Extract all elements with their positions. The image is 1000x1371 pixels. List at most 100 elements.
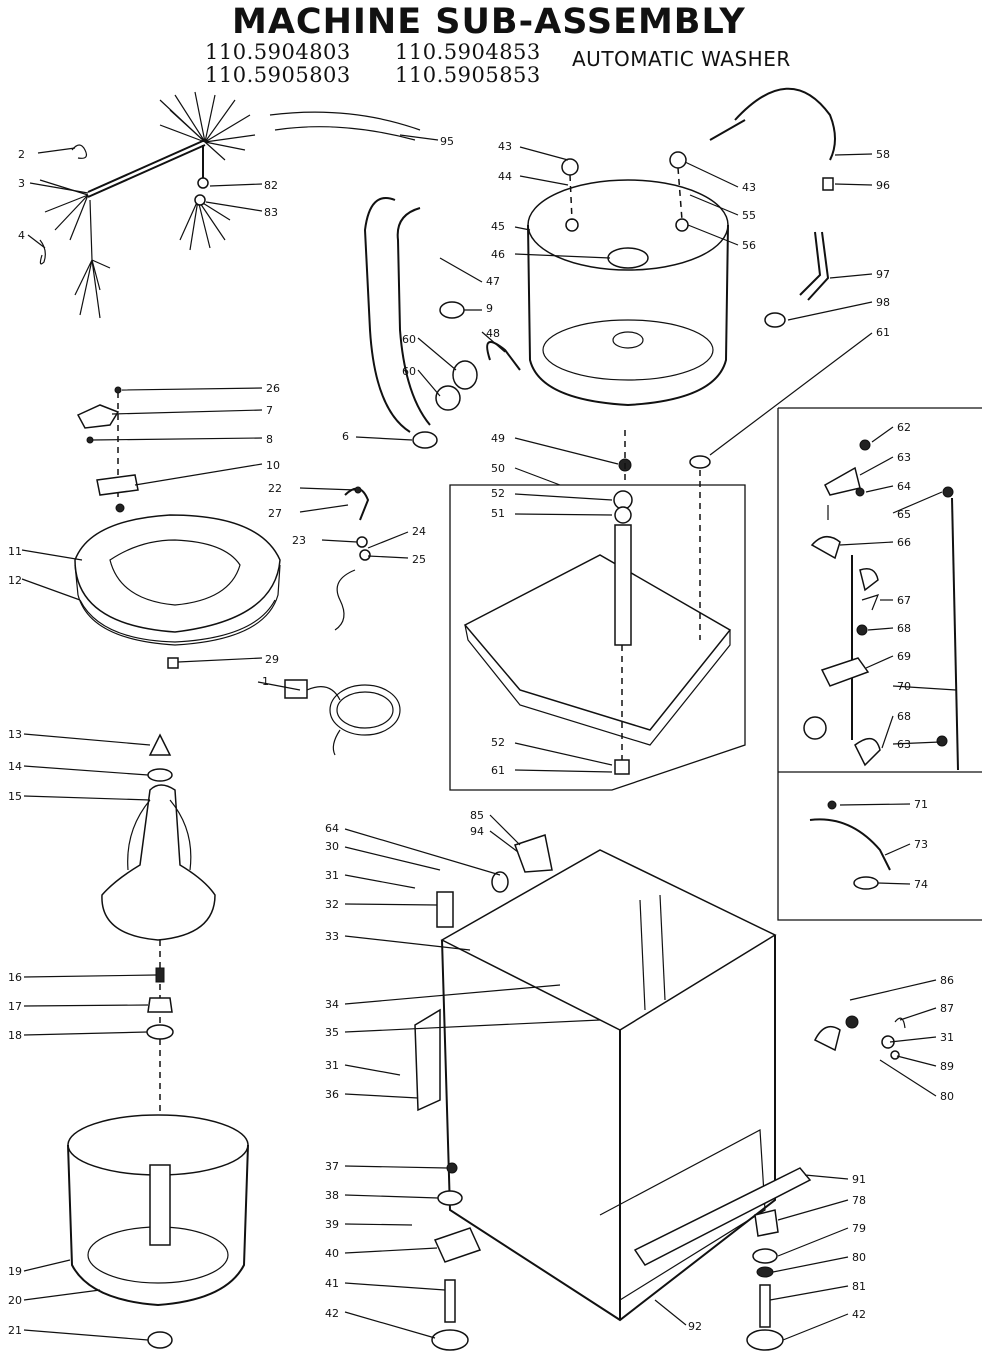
leader-line (514, 253, 611, 259)
leader-line (27, 234, 46, 249)
leader-line (344, 1165, 448, 1169)
callout-label: 63 (897, 738, 911, 751)
leader-line (439, 257, 483, 283)
leader-line (417, 337, 457, 371)
callout-label: 43 (742, 181, 756, 194)
callout-label: 47 (486, 275, 500, 288)
callout-label: 64 (897, 480, 911, 493)
callout-label: 70 (897, 680, 911, 693)
clamp-9 (439, 301, 465, 319)
leader-line (321, 539, 358, 543)
callout-label: 55 (742, 209, 756, 222)
callout-label: 9 (486, 302, 493, 315)
wire-harness (39, 91, 256, 319)
callout-label: 22 (268, 482, 282, 495)
leader-line (514, 742, 613, 766)
callout-label: 89 (940, 1060, 954, 1073)
callout-label: 36 (325, 1088, 339, 1101)
leader-line (879, 1059, 937, 1097)
callout-label: 25 (412, 553, 426, 566)
callout-label: 14 (8, 760, 22, 773)
callout-label: 95 (440, 135, 454, 148)
callout-label: 73 (914, 838, 928, 851)
callout-label: 42 (325, 1307, 339, 1320)
leader-line (881, 715, 894, 749)
callout-label: 21 (8, 1324, 22, 1337)
leader-line (344, 828, 501, 876)
lever-box (809, 800, 891, 890)
leader-line (889, 1036, 937, 1043)
callout-label: 68 (897, 710, 911, 723)
callout-label: 96 (876, 179, 890, 192)
callout-label: 82 (264, 179, 278, 192)
callout-label: 19 (8, 1265, 22, 1278)
callout-label: 58 (876, 148, 890, 161)
callout-label: 92 (688, 1320, 702, 1333)
leader-line (367, 531, 409, 549)
model-number: 110.5904803 (205, 40, 351, 64)
callout-label: 8 (266, 433, 273, 446)
callout-label: 94 (470, 825, 484, 838)
callout-label: 79 (852, 1222, 866, 1235)
leader-line (684, 161, 739, 188)
wire-25 (334, 569, 356, 631)
leader-line (892, 491, 943, 514)
leader-line (514, 467, 561, 486)
callout-label: 91 (852, 1173, 866, 1186)
leader-line (344, 1093, 419, 1099)
leader-line (481, 331, 506, 353)
suspension-box (777, 407, 982, 921)
leader-line (23, 1259, 71, 1272)
leader-line (417, 369, 441, 397)
leader-line (355, 436, 413, 441)
callout-label: 7 (266, 404, 273, 417)
hose-48 (486, 341, 521, 371)
leader-line (21, 578, 81, 601)
leader-line (344, 1194, 439, 1199)
callout-label: 83 (264, 206, 278, 219)
outer-tub (527, 151, 729, 407)
leader-line (865, 655, 894, 669)
ring-98 (764, 312, 786, 328)
callout-label: 34 (325, 998, 339, 1011)
callout-label: 13 (8, 728, 22, 741)
callout-label: 4 (18, 229, 25, 242)
leader-line (519, 175, 569, 186)
callout-label: 29 (265, 653, 279, 666)
leader-line (514, 493, 613, 501)
callout-label: 50 (491, 462, 505, 475)
clamp-8 (412, 431, 438, 449)
callout-label: 49 (491, 432, 505, 445)
callout-label: 61 (491, 764, 505, 777)
callout-label: 80 (940, 1090, 954, 1103)
leader-line (23, 1031, 148, 1036)
leader-line (344, 1064, 401, 1076)
callout-label: 16 (8, 971, 22, 984)
callout-label: 60 (402, 365, 416, 378)
callout-label: 31 (325, 1059, 339, 1072)
callout-label: 87 (940, 1002, 954, 1015)
callout-label: 35 (325, 1026, 339, 1039)
callout-label: 74 (914, 878, 928, 891)
callout-label: 39 (325, 1218, 339, 1231)
callout-label: 43 (498, 140, 512, 153)
leader-line (777, 1227, 849, 1257)
leader-line (867, 627, 894, 631)
mounting-plate-group (449, 430, 746, 791)
leader-line (23, 974, 157, 978)
callout-label: 45 (491, 220, 505, 233)
leader-line (344, 846, 441, 871)
leader-line (177, 657, 263, 663)
callout-label: 11 (8, 545, 22, 558)
leader-line (209, 183, 263, 187)
bracket-27 (344, 487, 370, 521)
leader-line (344, 903, 438, 906)
callout-label: 71 (914, 798, 928, 811)
callout-label: 68 (897, 622, 911, 635)
leader-line (344, 984, 561, 1005)
leader-line (777, 1199, 849, 1221)
nut-17 (147, 997, 173, 1013)
leader-line (865, 485, 894, 493)
callout-label: 42 (852, 1308, 866, 1321)
